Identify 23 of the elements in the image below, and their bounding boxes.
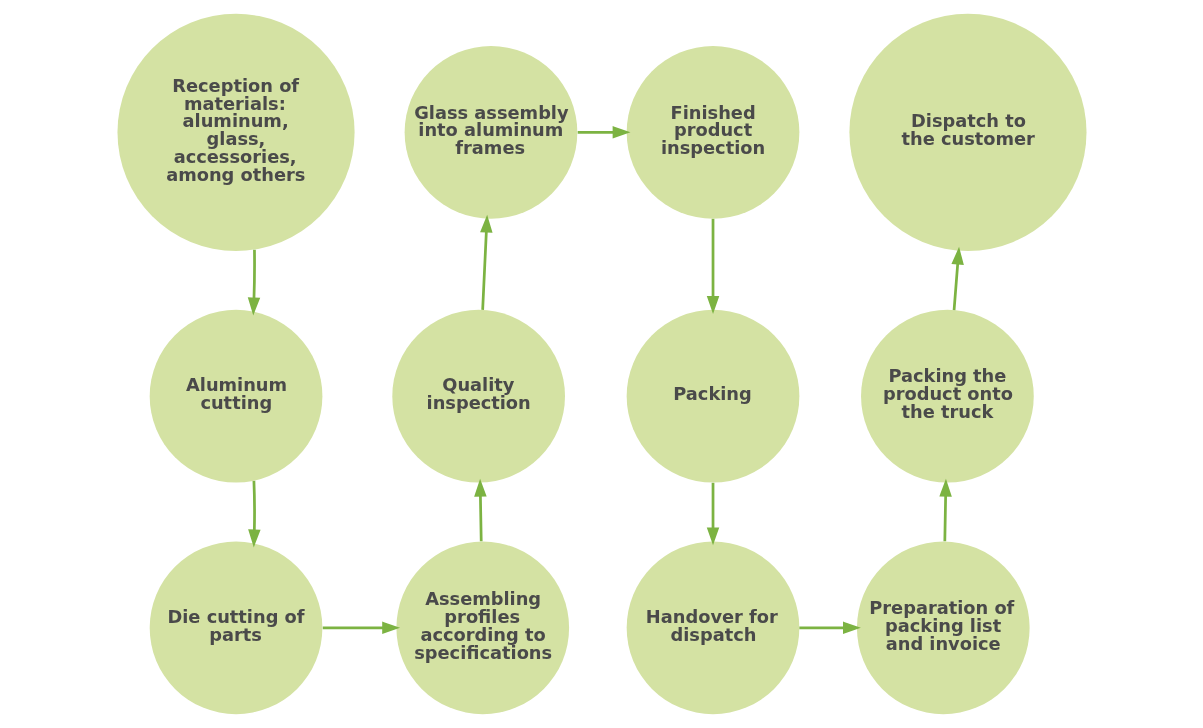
node-circle: Packing [626, 309, 799, 483]
node-circle: Dispatch to the customer [848, 13, 1086, 251]
arrow [473, 478, 487, 542]
arrow [706, 482, 719, 546]
node-circle: Glass assembly into aluminum frames [404, 46, 577, 219]
node-circle: Handover for dispatch [626, 541, 799, 715]
node-circle: Aluminum cutting [149, 309, 322, 483]
arrow [950, 246, 964, 311]
arrow [938, 478, 952, 542]
arrow [247, 480, 261, 548]
node-circle: Reception of materials: aluminum, glass, accessories, among others [117, 13, 355, 251]
arrow [798, 621, 861, 635]
node-circle: Finished product inspection [626, 46, 799, 219]
node-circle: Packing the product onto the truck [860, 309, 1034, 483]
node-circle: Die cutting of parts [149, 541, 322, 715]
arrow [247, 249, 260, 316]
arrow [479, 214, 493, 310]
node-circle: Preparation of packing list and invoice [856, 541, 1030, 715]
node-circle: Assembling profiles according to specifications [395, 541, 569, 715]
node-circle: Quality inspection [391, 309, 565, 483]
arrow [706, 218, 719, 314]
arrow [322, 621, 400, 635]
arrow [577, 126, 630, 139]
